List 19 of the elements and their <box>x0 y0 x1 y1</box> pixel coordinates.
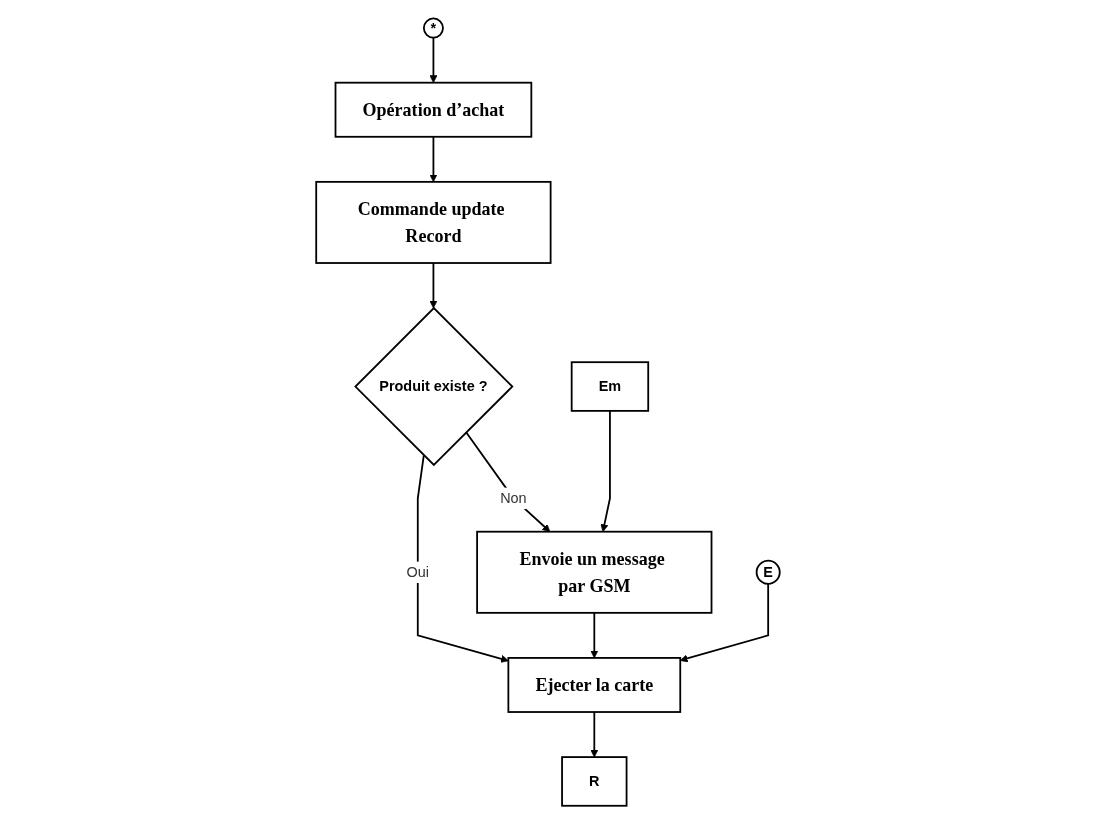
node-circle: E <box>755 559 781 585</box>
arrow <box>465 431 551 533</box>
arrow <box>679 582 770 663</box>
node-circle: * <box>422 17 444 39</box>
node-box: R <box>561 756 628 807</box>
edge-label: Non <box>500 490 527 506</box>
node-diamond: Produit existe ? <box>354 306 514 467</box>
node-box: Envoie un message par GSM <box>476 530 713 614</box>
node-box: Commande update Record <box>315 180 552 264</box>
arrow <box>590 611 599 659</box>
node-box: Opération d’achat <box>334 81 533 138</box>
node-box: Ejecter la carte <box>507 657 682 713</box>
arrow <box>429 262 438 309</box>
arrow <box>429 36 438 84</box>
node-box: Em <box>570 361 650 412</box>
arrow <box>590 711 599 758</box>
arrow <box>600 410 611 533</box>
arrow <box>429 135 438 183</box>
edge-label: Oui <box>406 564 430 580</box>
